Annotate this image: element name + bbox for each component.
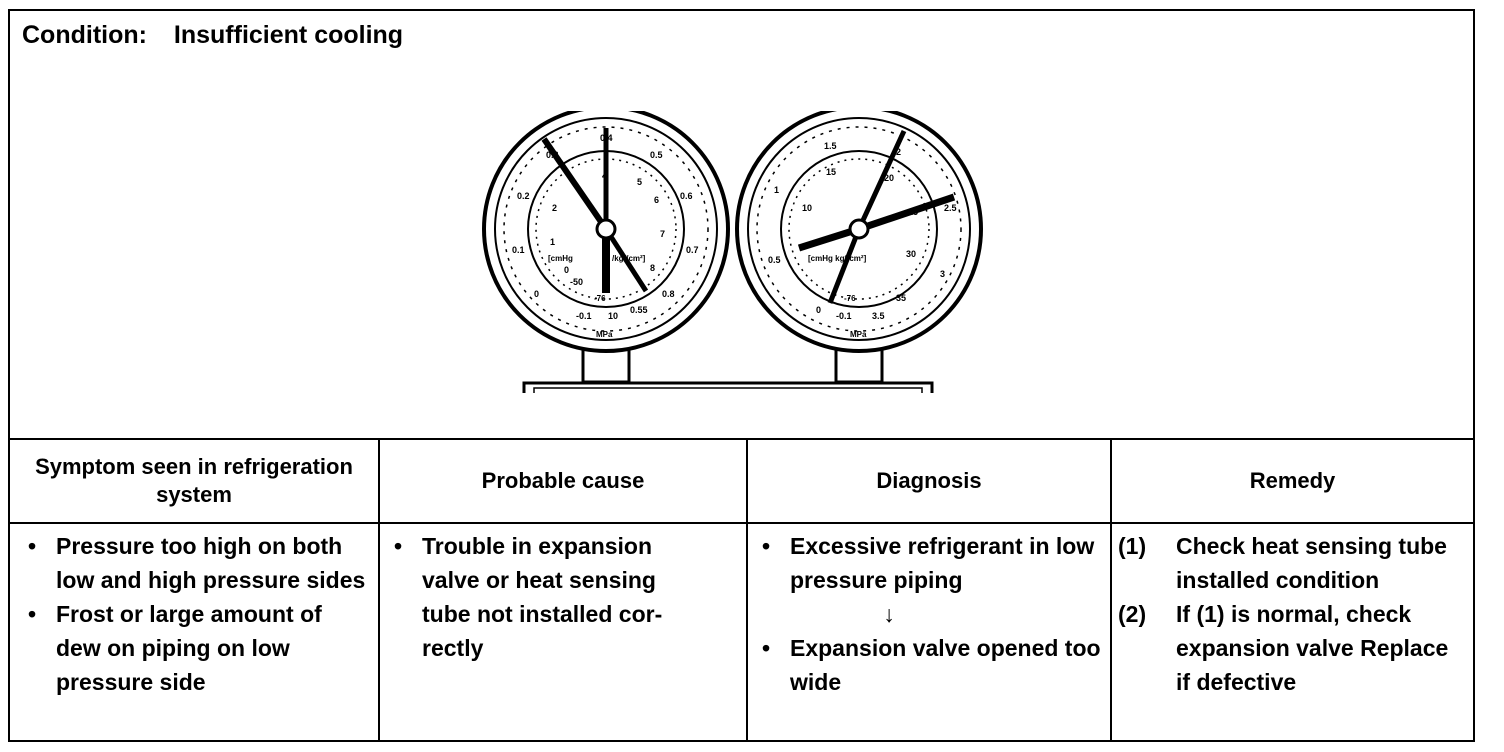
high-outer-scale-0.5: 0.5 <box>768 255 781 265</box>
high-inner-scale-30: 30 <box>906 249 916 259</box>
low-outer-scale-0.2: 0.2 <box>517 191 530 201</box>
low-inner-scale-4: 4 <box>602 171 607 181</box>
low-inner-scale-2: 2 <box>552 203 557 213</box>
high-bottom-left: 0 <box>816 305 821 315</box>
table-header-rule <box>10 522 1473 524</box>
low-unit-bottom: MPa <box>596 330 613 339</box>
cause-cell: • Trouble in expansion valve or heat sen… <box>386 529 706 665</box>
symptom-item: • Frost or large amount of dew on piping… <box>20 597 370 699</box>
low-bottom-left: -0.1 <box>576 311 592 321</box>
gauge-manifold-illustration: 0.4 0.3 0.5 0.2 0.6 0.1 0.7 0 0.8 4 5 6 … <box>482 111 983 393</box>
high-inner-scale-25: 25 <box>908 207 918 217</box>
bullet: • <box>28 601 37 627</box>
symptom-text: Frost or large amount of dew on piping o… <box>56 601 322 695</box>
diagnosis-item: • Excessive refrigerant in low pressure … <box>754 529 1104 597</box>
condition-value: Insufficient cooling <box>173 21 404 49</box>
remedy-cell: (1) Check heat sensing tube installed co… <box>1118 529 1468 699</box>
low-outer-scale-0.6: 0.6 <box>680 191 693 201</box>
high-outer-scale-2.5: 2.5 <box>944 203 957 213</box>
low-inner-scale-7: 7 <box>660 229 665 239</box>
diagnosis-text: Expansion valve opened too wide <box>790 635 1101 695</box>
bullet: • <box>28 533 37 559</box>
low-inner-scale-1: 1 <box>550 237 555 247</box>
remedy-number: (1) <box>1118 533 1147 559</box>
symptom-text: Pressure too high on both low and high p… <box>56 533 366 593</box>
column-divider-1 <box>378 438 380 742</box>
bullet: • <box>394 533 403 559</box>
low-outer-scale-0.8: 0.8 <box>662 289 675 299</box>
low-unit-right: /kgf/cm²] <box>612 254 646 263</box>
high-inner-scale-20: 20 <box>884 173 894 183</box>
header-probable-cause: Probable cause <box>481 468 645 493</box>
condition-label: Condition: <box>22 21 147 49</box>
remedy-item: (1) Check heat sensing tube installed co… <box>1118 529 1468 597</box>
high-bottom-left2: -0.1 <box>836 311 852 321</box>
diagnosis-cell: • Excessive refrigerant in low pressure … <box>754 529 1104 699</box>
symptom-item: • Pressure too high on both low and high… <box>20 529 370 597</box>
low-outer-scale-0.5: 0.5 <box>650 150 663 160</box>
high-outer-scale-2: 2 <box>896 147 901 157</box>
bullet: • <box>762 635 771 661</box>
low-mark-50: -50 <box>570 277 583 287</box>
high-outer-scale-1: 1 <box>774 185 779 195</box>
diagnosis-arrow: ↓ <box>883 601 895 627</box>
low-inner-scale-6: 6 <box>654 195 659 205</box>
low-bottom-right: 0.55 <box>630 305 648 315</box>
remedy-number: (2) <box>1118 601 1147 627</box>
low-pressure-gauge: 0.4 0.3 0.5 0.2 0.6 0.1 0.7 0 0.8 4 5 6 … <box>482 111 730 353</box>
high-inner-scale-35: 35 <box>896 293 906 303</box>
low-outer-scale-0.3: 0.3 <box>546 150 559 160</box>
cause-text: Trouble in expansion valve or heat sensi… <box>422 533 663 661</box>
remedy-text: If (1) is normal, check expansion valve … <box>1176 601 1449 695</box>
low-outer-scale-0.4: 0.4 <box>600 133 613 143</box>
high-unit-center: [cmHg kgf/cm²] <box>808 254 867 263</box>
low-outer-scale-0.1: 0.1 <box>512 245 525 255</box>
diagnosis-text: Excessive refrigerant in low pressure pi… <box>790 533 1095 593</box>
high-inner-scale-10: 10 <box>802 203 812 213</box>
header-diagnosis: Diagnosis <box>876 468 982 493</box>
low-inner-scale-5: 5 <box>637 177 642 187</box>
table-top-rule <box>10 438 1473 440</box>
high-unit-bottom: MPa <box>850 330 867 339</box>
low-bottom-mid: 10 <box>608 311 618 321</box>
condition-title: Condition: Insufficient cooling <box>22 21 403 50</box>
remedy-text: Check heat sensing tube installed condit… <box>1176 533 1447 593</box>
low-mark-76: -76 <box>594 294 606 303</box>
bullet: • <box>762 533 771 559</box>
high-bottom-right: 3.5 <box>872 311 885 321</box>
condition-sheet: Condition: Insufficient cooling <box>8 9 1475 742</box>
high-pressure-gauge: 1.5 2 1 0.5 3 2.5 15 20 10 25 30 35 [cmH… <box>735 111 983 353</box>
column-divider-2 <box>746 438 748 742</box>
high-outer-scale-1.5: 1.5 <box>824 141 837 151</box>
high-inner-scale-15: 15 <box>826 167 836 177</box>
high-outer-scale-3: 3 <box>940 269 945 279</box>
diagnosis-item: • Expansion valve opened too wide <box>754 631 1104 699</box>
column-divider-3 <box>1110 438 1112 742</box>
low-outer-scale-0.7: 0.7 <box>686 245 699 255</box>
cause-item: • Trouble in expansion valve or heat sen… <box>386 529 706 665</box>
symptom-cell: • Pressure too high on both low and high… <box>20 529 370 699</box>
remedy-item: (2) If (1) is normal, check expansion va… <box>1118 597 1468 699</box>
header-symptom: Symptom seen in refrigeration system <box>35 454 353 507</box>
high-mark-76: -76 <box>844 294 856 303</box>
low-unit-left: [cmHg <box>548 254 573 263</box>
low-inner-scale-8: 8 <box>650 263 655 273</box>
low-outer-scale-0: 0 <box>534 289 539 299</box>
low-inner-scale-0: 0 <box>564 265 569 275</box>
header-remedy: Remedy <box>1249 468 1336 493</box>
